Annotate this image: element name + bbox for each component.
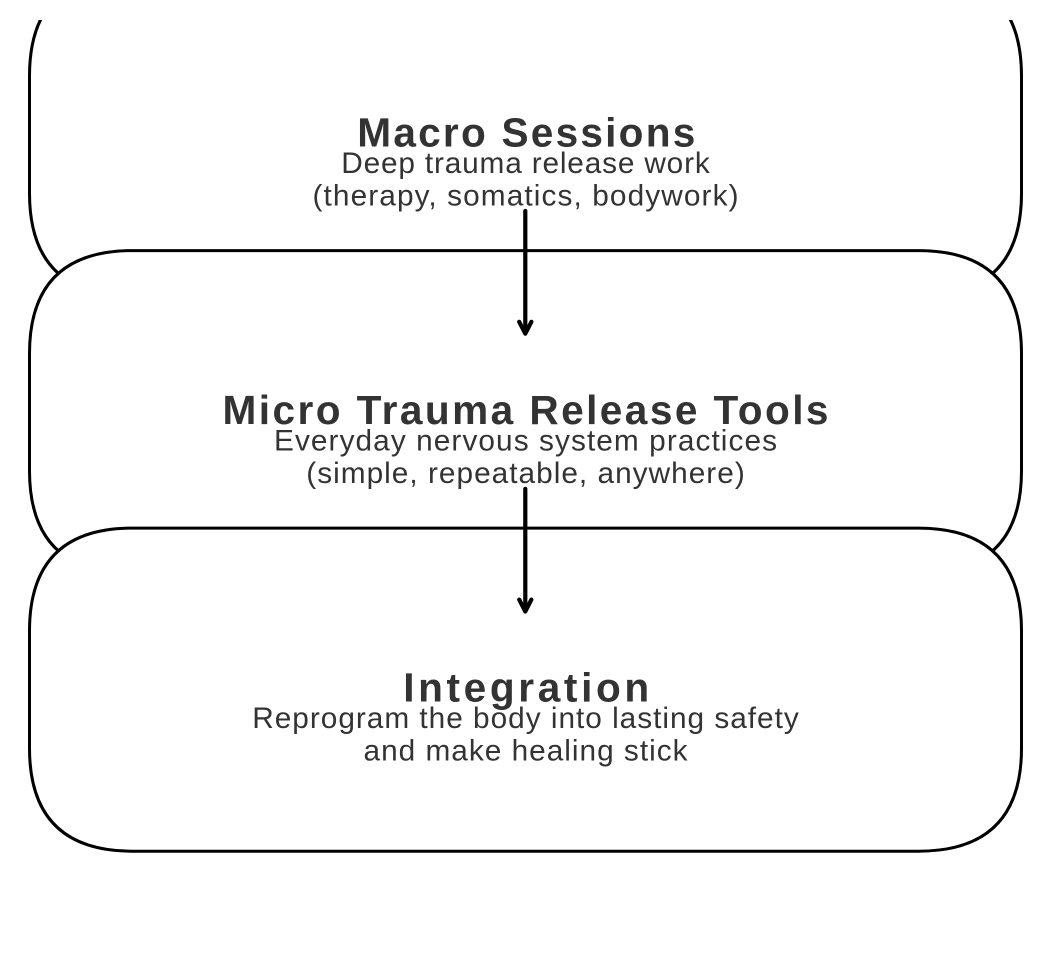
- svg-text:Reprogram the body into lastin: Reprogram the body into lasting safety: [252, 702, 799, 735]
- svg-text:(therapy, somatics, bodywork): (therapy, somatics, bodywork): [313, 180, 739, 213]
- svg-text:Everyday nervous system practi: Everyday nervous system practices: [274, 424, 777, 457]
- svg-text:Macro Sessions: Macro Sessions: [357, 110, 695, 156]
- svg-text:and make healing stick: and make healing stick: [364, 735, 688, 768]
- svg-text:Micro Trauma Release Tools: Micro Trauma Release Tools: [223, 387, 829, 433]
- svg-text:Deep trauma release work: Deep trauma release work: [341, 147, 710, 180]
- svg-text:(simple, repeatable, anywhere): (simple, repeatable, anywhere): [306, 457, 745, 490]
